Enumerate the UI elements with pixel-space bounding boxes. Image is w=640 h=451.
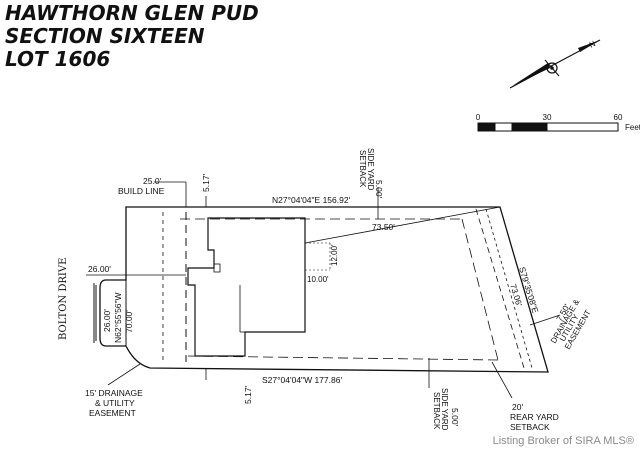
curve-dim-26: 26.00' [102, 309, 112, 332]
side-yard-bot-text-2: SETBACK [432, 392, 441, 430]
build-line-text: BUILD LINE [118, 186, 165, 196]
easement-left-text-3: EASEMENT [89, 408, 136, 418]
scale-unit: Feet [625, 123, 640, 132]
top-setback-dim: 5.17' [201, 173, 211, 192]
house-footprint [187, 217, 306, 357]
scale-tick-30: 30 [543, 113, 552, 122]
easement-left-text-1: 15' DRAINAGE [85, 388, 143, 398]
scale-tick-60: 60 [614, 113, 623, 122]
side-yard-bot-text-1: SIDE YARD [440, 388, 449, 431]
curve-dim-70: 70.00' [124, 310, 134, 333]
south-bearing: S27°04'04"W 177.86' [262, 375, 342, 385]
title-line-3: LOT 1606 [5, 47, 110, 71]
build-line-value: 25.0' [143, 176, 162, 186]
bottom-setback-dim: 5.17' [243, 385, 253, 404]
watermark: Listing Broker of SIRA MLS® [493, 435, 634, 447]
dimension-lines [86, 181, 561, 399]
side-yard-top-text-2: SETBACK [358, 150, 367, 188]
rear-yard-text-3: SETBACK [510, 422, 550, 432]
front-dim: 26.00' [88, 264, 111, 274]
side-yard-top-text-1: SIDE YARD [366, 148, 375, 191]
north-bearing: N27°04'04"E 156.92' [272, 195, 351, 205]
lot-boundary [93, 206, 549, 373]
side-yard-top-value: 5.00' [374, 180, 384, 199]
title-line-1: HAWTHORN GLEN PUD [5, 1, 259, 25]
dim-12: 12.00' [330, 244, 339, 266]
scale-tick-0: 0 [476, 113, 481, 122]
diag-dim: 73.50' [372, 222, 395, 232]
rear-yard-text-1: 20' [512, 402, 523, 412]
setback-lines [162, 208, 533, 369]
north-arrow-icon: N [509, 39, 601, 89]
scale-bar: 0 30 60 Feet [476, 113, 640, 132]
rear-yard-text-2: REAR YARD [510, 412, 559, 422]
side-yard-bot-value: 5.00' [450, 408, 460, 427]
easement-left-text-2: & UTILITY [95, 398, 135, 408]
plat-labels: 25.0' BUILD LINE 5.17' 5.00' SIDE YARD S… [58, 148, 593, 432]
street-name: BOLTON DRIVE [58, 258, 69, 340]
curve-bearing: N62°55'56"W [113, 292, 123, 343]
dim-10: 10.00' [307, 275, 329, 284]
title-line-2: SECTION SIXTEEN [5, 24, 205, 48]
east-length: 73.06' [508, 283, 524, 308]
title-block: HAWTHORN GLEN PUD SECTION SIXTEEN LOT 16… [5, 1, 259, 71]
svg-text:N: N [588, 39, 598, 50]
